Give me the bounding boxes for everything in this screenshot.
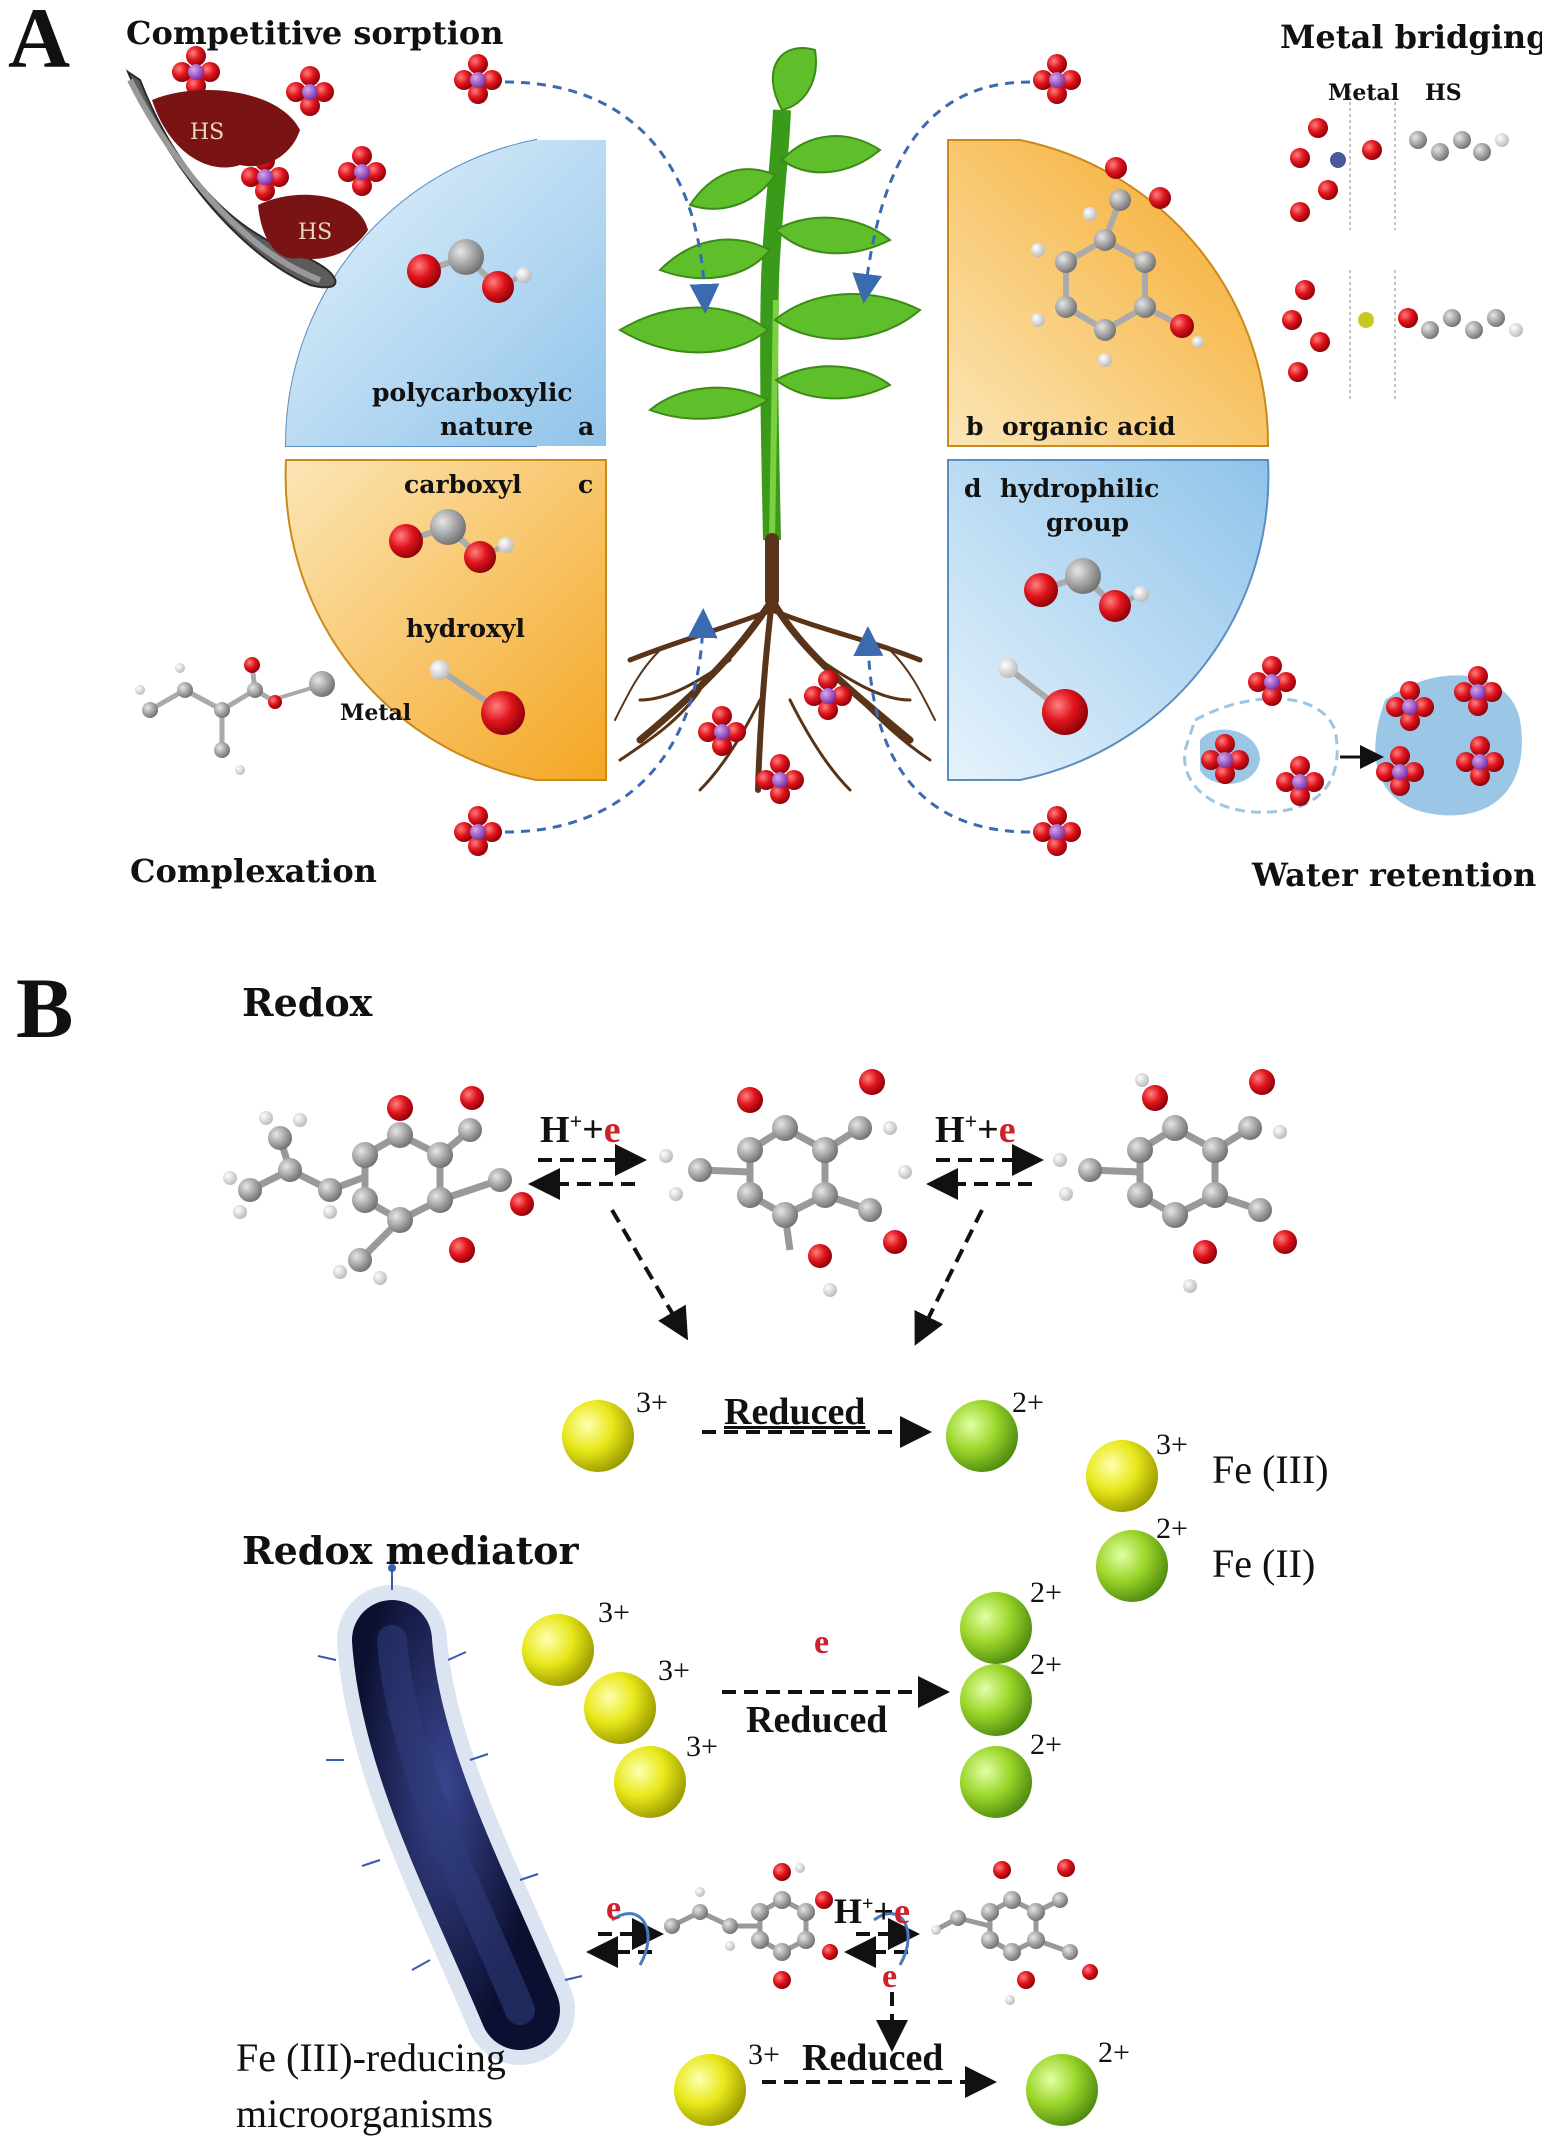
- charge-label: 2+: [1030, 1576, 1062, 1609]
- panel-letter-b: B: [16, 960, 74, 1056]
- semiquinone-molecule: [659, 1069, 912, 1297]
- uptake-arrows: [504, 80, 1031, 834]
- complexation-metal-label: Metal: [340, 700, 412, 726]
- charge-label: 2+: [1098, 2036, 1130, 2069]
- quadrant-b-letter: b: [966, 412, 984, 441]
- electron-label-transfer: e: [814, 1624, 830, 1661]
- reduced-label-2: Reduced: [746, 1699, 888, 1741]
- reduced-label-3: Reduced: [802, 2037, 944, 2079]
- charge-label: 2+: [1030, 1648, 1062, 1681]
- hs-label-2: HS: [298, 220, 333, 245]
- quadrant-c-top: carboxyl: [404, 470, 522, 499]
- quadrant-a-line2: nature: [440, 412, 534, 441]
- electron-label-mediator: e: [882, 1958, 898, 1995]
- complexation-molecule: [135, 657, 335, 775]
- hs-label-1: HS: [190, 120, 225, 145]
- organic-acid-molecule: [1031, 157, 1204, 367]
- redox-arrows: [528, 1144, 1044, 2098]
- quadrant-c-letter: c: [578, 470, 594, 499]
- fe-spheres: [522, 1400, 1168, 2126]
- charge-label: 3+: [748, 2038, 780, 2071]
- hs-blob-2: [258, 194, 368, 260]
- hydroquinone-molecule: [1053, 1069, 1297, 1293]
- quadrant-d-letter: d: [964, 474, 982, 503]
- legend-fe3: Fe (III): [1212, 1447, 1329, 1492]
- panel-letter-a: A: [8, 0, 71, 86]
- charge-label: 3+: [1156, 1428, 1188, 1461]
- quadrant-b-text: organic acid: [1002, 412, 1176, 441]
- quadrant-a-line1: polycarboxylic: [372, 378, 573, 407]
- mediator-molecule-2: [931, 1859, 1098, 2005]
- quadrant-c-bottom: hydroxyl: [406, 614, 525, 643]
- charge-label: 3+: [636, 1386, 668, 1419]
- redox-mediator-title: Redox mediator: [242, 1528, 579, 1573]
- charge-label: 2+: [1030, 1728, 1062, 1761]
- label-competitive-sorption: Competitive sorption: [126, 14, 504, 52]
- reduced-label-1: Reduced: [724, 1391, 866, 1433]
- metal-column-label: Metal: [1328, 80, 1400, 106]
- electron-label-microbe: e: [606, 1890, 622, 1927]
- plant-leaves: [618, 47, 922, 420]
- microbe-caption-line2: microorganisms: [236, 2091, 494, 2136]
- quinone-molecule-1: [223, 1086, 534, 1285]
- legend-fe2: Fe (II): [1212, 1541, 1316, 1586]
- microbe: [317, 1564, 583, 2065]
- hs-column-label: HS: [1425, 80, 1462, 106]
- charge-label: 2+: [1156, 1512, 1188, 1545]
- charge-label: 3+: [686, 1730, 718, 1763]
- proton-electron-label-1: H++e: [540, 1108, 621, 1151]
- mediator-molecule-1: [664, 1863, 838, 1989]
- quadrant-b: [947, 139, 1270, 447]
- charge-label: 3+: [658, 1654, 690, 1687]
- metal-bridging-molecules: [1282, 90, 1523, 400]
- microbe-caption-line1: Fe (III)-reducing: [236, 2035, 506, 2080]
- plant-roots: [614, 533, 936, 793]
- charge-label: 2+: [1012, 1386, 1044, 1419]
- label-complexation: Complexation: [130, 852, 377, 890]
- quadrant-a-letter: a: [578, 412, 595, 441]
- redox-title: Redox: [242, 980, 373, 1025]
- charge-label: 3+: [598, 1596, 630, 1629]
- proton-electron-label-2: H++e: [935, 1108, 1016, 1151]
- quadrant-d-line2: group: [1046, 508, 1129, 537]
- label-water-retention: Water retention: [1252, 856, 1537, 894]
- label-metal-bridging: Metal bridging: [1280, 18, 1542, 56]
- quadrant-c: [284, 459, 607, 781]
- quadrant-d-line1: hydrophilic: [1000, 474, 1160, 503]
- proton-electron-label-3: H++e: [834, 1891, 910, 1931]
- hs-blob-1: [152, 90, 300, 168]
